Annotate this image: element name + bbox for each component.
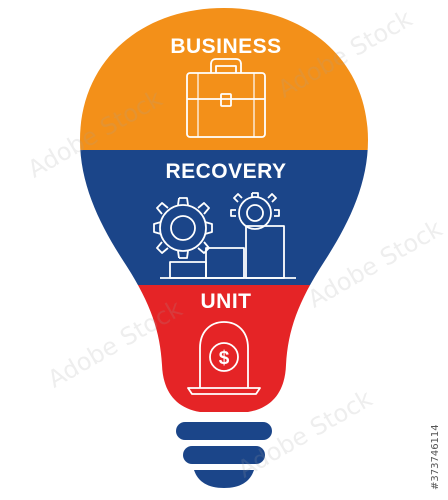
gear-small: [230, 192, 280, 230]
stock-id-strip: #373746114: [430, 424, 441, 490]
label-unit: UNIT: [201, 290, 252, 313]
band-middle: [80, 150, 368, 285]
bulb-base: [176, 422, 272, 488]
label-business: BUSINESS: [170, 35, 281, 58]
label-recovery: RECOVERY: [165, 160, 286, 183]
briefcase-icon: [186, 58, 266, 138]
stock-id-text: #373746114: [430, 424, 441, 490]
dollar-glyph: $: [219, 348, 230, 369]
band-top: [80, 8, 368, 150]
base-ring-2: [183, 446, 265, 464]
base-tip: [194, 470, 254, 488]
dollar-bell-icon: $: [187, 321, 261, 395]
gears-and-blocks-icon: [153, 192, 296, 279]
base-ring-1: [176, 422, 272, 440]
gear-large: [153, 197, 213, 259]
